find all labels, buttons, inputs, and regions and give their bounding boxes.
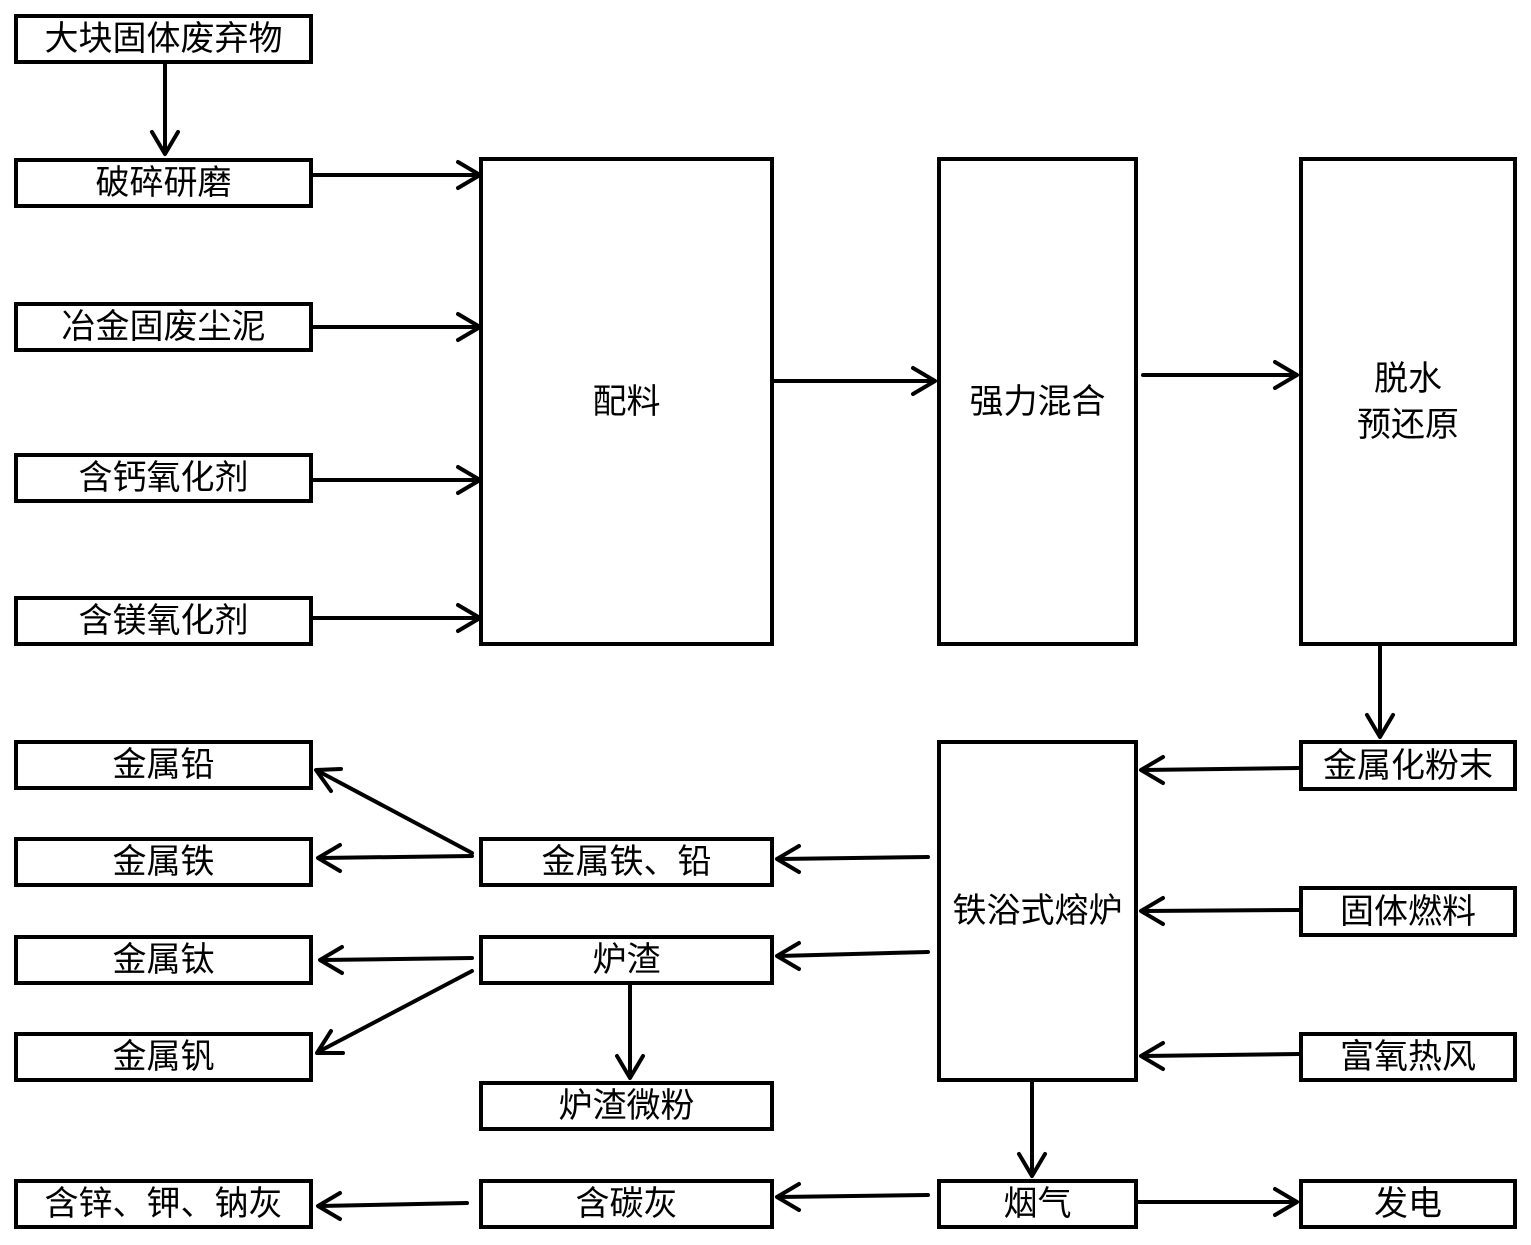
node-zinc-k-na-ash: 含锌、钾、钠灰 [14,1179,313,1229]
node-metal-lead: 金属铅 [14,740,313,790]
node-label: 含钙氧化剂 [78,458,249,498]
arrowhead [1365,713,1395,739]
arrow-furnace-to-iron-lead [777,855,930,861]
node-label: 铁浴式熔炉 [952,891,1123,931]
arrowhead [150,130,180,156]
node-label: 金属化粉末 [1323,745,1493,786]
node-magnesium-oxidizer: 含镁氧化剂 [14,596,313,646]
node-metallurgical-dust: 冶金固废尘泥 [14,302,313,352]
node-label: 含锌、钾、钠灰 [44,1184,283,1224]
node-label: 富氧热风 [1340,1037,1476,1077]
node-label: 金属钒 [112,1037,215,1077]
node-batching: 配料 [479,157,774,646]
arrowhead [1139,755,1165,785]
node-label: 冶金固废尘泥 [61,307,266,347]
node-dewater-prereduction: 脱水 预还原 [1299,157,1517,646]
node-label: 含镁氧化剂 [78,601,249,641]
node-label: 脱水 预还原 [1357,358,1459,445]
node-oxygen-hot-air: 富氧热风 [1299,1032,1517,1082]
node-slag: 炉渣 [479,935,774,985]
node-label: 配料 [592,381,661,422]
node-metallized-powder: 金属化粉末 [1299,740,1517,791]
node-label: 强力混合 [969,381,1106,422]
node-crush-grind: 破碎研磨 [14,158,313,208]
arrowhead [1273,360,1299,390]
node-label: 破碎研磨 [95,163,232,203]
node-label: 发电 [1374,1184,1442,1224]
node-slag-powder: 炉渣微粉 [479,1081,774,1131]
arrow-flue-to-carbon-ash [777,1193,930,1199]
arrow-furnace-to-slag [777,950,930,958]
arrow-iron-lead-to-lead [316,769,474,855]
arrowhead [314,767,343,793]
node-label: 金属铁 [112,842,215,882]
arrowhead [456,312,482,342]
node-metal-titanium: 金属钛 [14,935,313,985]
arrow-air-to-furnace [1141,1052,1301,1058]
arrowhead [316,1191,342,1221]
node-label: 金属铁、铅 [541,842,712,882]
node-label: 金属铅 [112,745,215,785]
arrow-powder-to-furnace [1141,766,1301,772]
arrowhead [1017,1152,1047,1178]
arrowhead [775,941,801,971]
arrowhead [775,1182,801,1212]
node-intensive-mixing: 强力混合 [937,157,1138,646]
node-label: 炉渣 [592,940,661,980]
arrowhead [456,160,482,190]
arrow-slag-to-vanadium [316,969,474,1054]
node-bulk-solid-waste: 大块固体废弃物 [14,14,313,64]
arrowhead [318,945,344,975]
arrowhead [911,366,937,396]
node-flue-gas: 烟气 [937,1179,1138,1229]
node-solid-fuel: 固体燃料 [1299,886,1517,937]
node-metal-iron-lead: 金属铁、铅 [479,837,774,887]
node-label: 含碳灰 [575,1184,678,1224]
node-metal-iron: 金属铁 [14,837,313,887]
arrowhead [1139,896,1165,926]
arrowhead [316,843,342,873]
arrow-carbon-to-zinc-ash [318,1201,469,1208]
arrow-iron-lead-to-iron [318,854,474,860]
node-label: 固体燃料 [1340,891,1476,932]
arrowhead [456,465,482,495]
node-label: 大块固体废弃物 [44,19,283,59]
arrow-slag-to-titanium [320,956,474,962]
node-label: 炉渣微粉 [558,1086,695,1126]
node-carbon-ash: 含碳灰 [479,1179,774,1229]
arrowhead [456,603,482,633]
node-metal-vanadium: 金属钒 [14,1032,313,1082]
node-label: 烟气 [1003,1184,1072,1224]
arrowhead [1139,1041,1165,1071]
node-label: 金属钛 [112,940,215,980]
node-power-generation: 发电 [1299,1179,1517,1229]
node-calcium-oxidizer: 含钙氧化剂 [14,453,313,503]
node-iron-bath-furnace: 铁浴式熔炉 [937,740,1138,1082]
arrow-fuel-to-furnace [1141,908,1301,913]
arrowhead [315,1029,345,1055]
arrowhead [1273,1187,1299,1217]
arrowhead [775,844,801,874]
arrowhead [615,1054,645,1080]
